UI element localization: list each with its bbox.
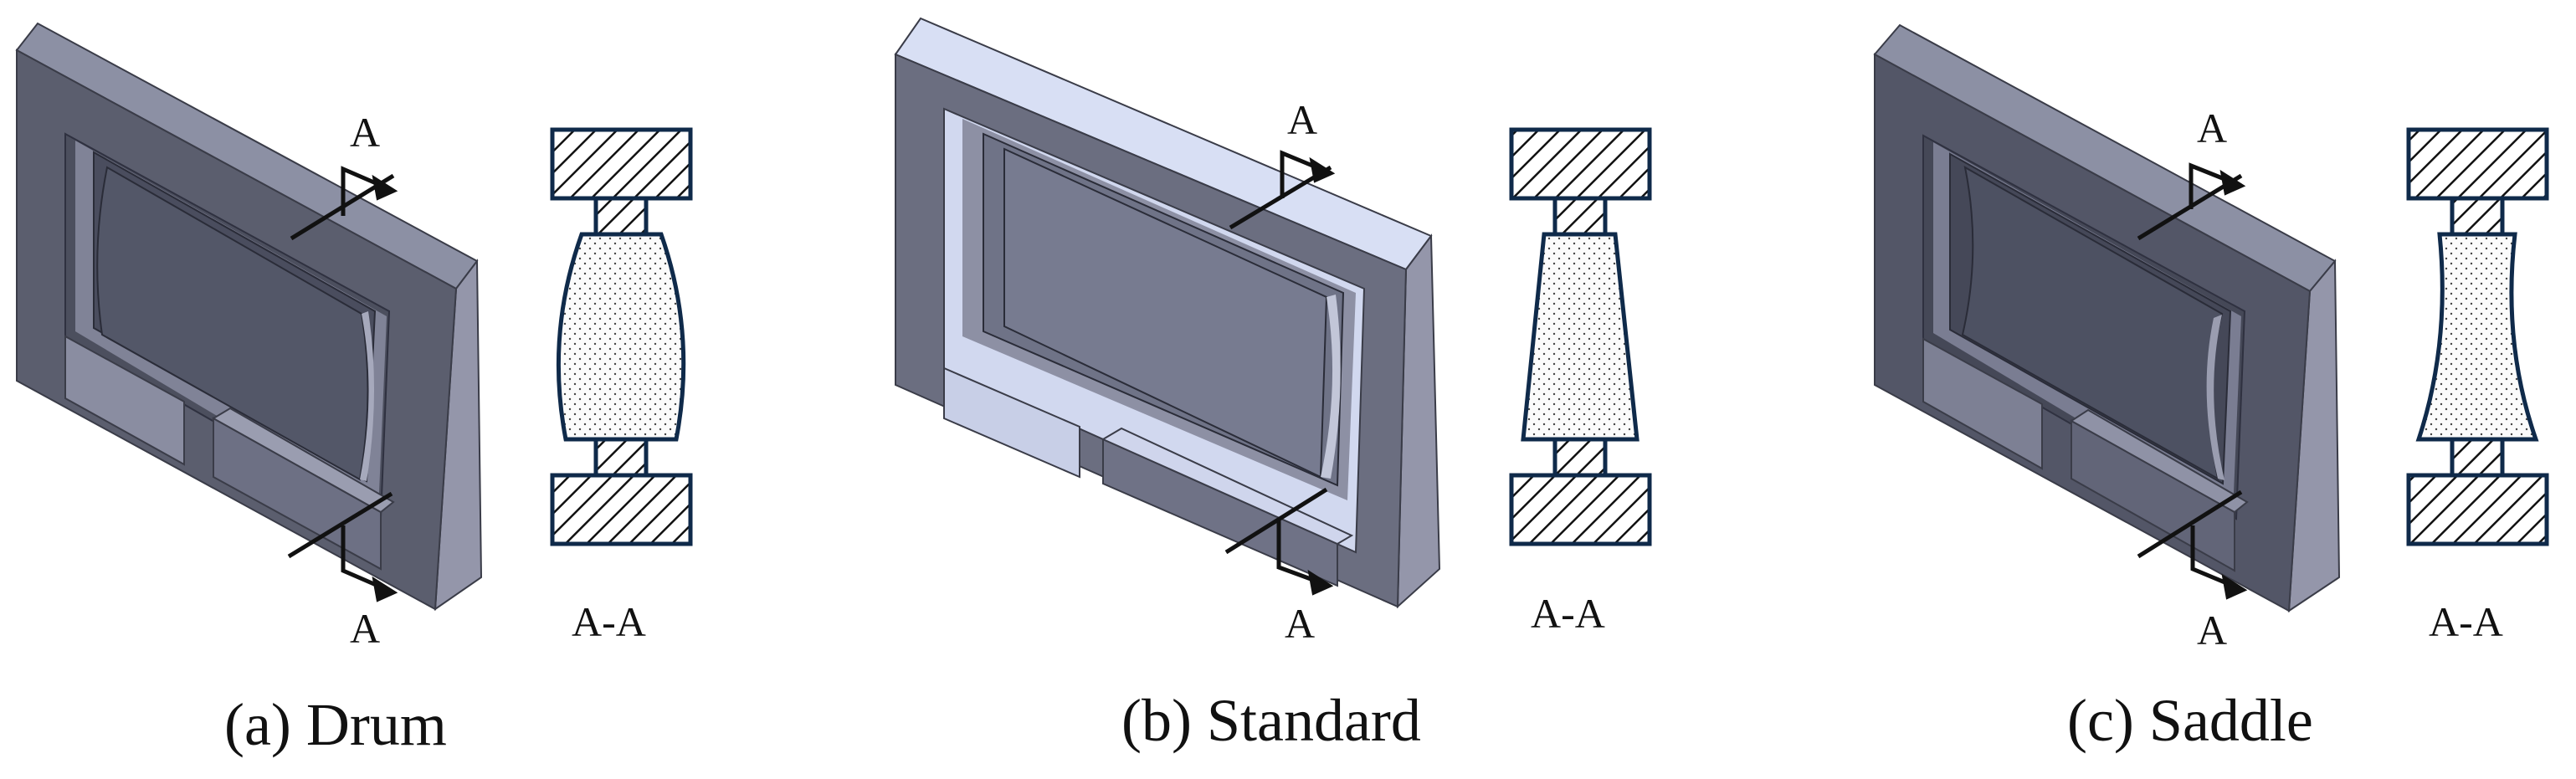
standard-section-profile xyxy=(1509,127,1652,546)
drum-bottom-neck xyxy=(593,437,649,478)
saddle-cavity-highlight xyxy=(2206,315,2224,480)
drum-section-profile xyxy=(550,127,693,546)
drum-section-cut xyxy=(287,166,398,602)
saddle-gate-slot-top xyxy=(2070,408,2249,514)
drum-cut-arrowhead-bottom xyxy=(372,576,398,602)
standard-drawing: A A xyxy=(894,17,1652,647)
saddle-drawing: A A xyxy=(1873,23,2549,653)
standard-cut-arrowhead-top xyxy=(1309,156,1336,183)
panel-standard: A A A-A (b) Standard xyxy=(879,0,1716,779)
panel-saddle: A A A-A (c) Saddle xyxy=(1866,0,2576,779)
saddle-bottom-neck xyxy=(2450,437,2505,478)
saddle-cut-letter-bottom: A xyxy=(2197,607,2227,653)
drum-section-label: A-A xyxy=(572,598,646,645)
standard-cut-letter-top: A xyxy=(1287,96,1317,143)
saddle-mold-block xyxy=(1873,23,2341,612)
standard-profile-body xyxy=(1521,232,1640,442)
panel-drum: A A A-A (a xyxy=(0,0,837,779)
drum-bottom-flange xyxy=(550,473,693,546)
standard-bottom-flange xyxy=(1509,473,1652,546)
saddle-section-cut xyxy=(2137,162,2248,600)
drum-top-neck xyxy=(593,196,649,237)
saddle-cut-arrowhead-top xyxy=(2219,169,2246,196)
drum-cavity-highlight xyxy=(360,311,375,481)
drum-caption: (a) Drum xyxy=(224,691,447,758)
standard-bottom-neck xyxy=(1552,437,1608,478)
drum-cut-letter-top: A xyxy=(350,109,380,156)
saddle-top-flange xyxy=(2406,127,2549,201)
standard-gate-slot-left xyxy=(943,366,1080,479)
standard-caption: (b) Standard xyxy=(1121,687,1421,754)
saddle-cut-line-bottom xyxy=(2137,489,2243,559)
saddle-profile-body xyxy=(2415,232,2539,442)
standard-section-cut xyxy=(1224,150,1336,596)
drum-gate-slot-top xyxy=(212,407,395,514)
saddle-gate-slot-left xyxy=(1922,337,2043,470)
drum-top-flange xyxy=(550,127,693,201)
drum-cut-letter-bottom: A xyxy=(350,605,380,652)
standard-top-flange xyxy=(1509,127,1652,201)
drum-gate-slot-left xyxy=(64,335,185,466)
standard-cut-line-bottom xyxy=(1224,487,1328,555)
saddle-caption: (c) Saddle xyxy=(2067,687,2313,754)
saddle-section-profile xyxy=(2406,127,2549,546)
drum-profile-body xyxy=(556,232,686,442)
saddle-cut-letter-top: A xyxy=(2197,105,2227,151)
standard-mold-block xyxy=(894,17,1441,609)
drum-mold-block xyxy=(15,22,483,611)
drum-cut-line-bottom xyxy=(287,491,393,559)
standard-cavity-highlight xyxy=(1321,295,1341,479)
standard-section-label: A-A xyxy=(1531,590,1605,637)
drum-cut-arrowhead-top xyxy=(372,174,398,201)
standard-cut-letter-bottom: A xyxy=(1285,600,1315,647)
saddle-top-neck xyxy=(2450,196,2505,237)
saddle-cut-arrowhead-bottom xyxy=(2221,573,2248,600)
saddle-section-label: A-A xyxy=(2429,598,2503,645)
standard-cut-arrowhead-bottom xyxy=(1307,569,1334,596)
standard-top-neck xyxy=(1552,196,1608,237)
drum-drawing: A A xyxy=(15,22,693,652)
saddle-bottom-flange xyxy=(2406,473,2549,546)
